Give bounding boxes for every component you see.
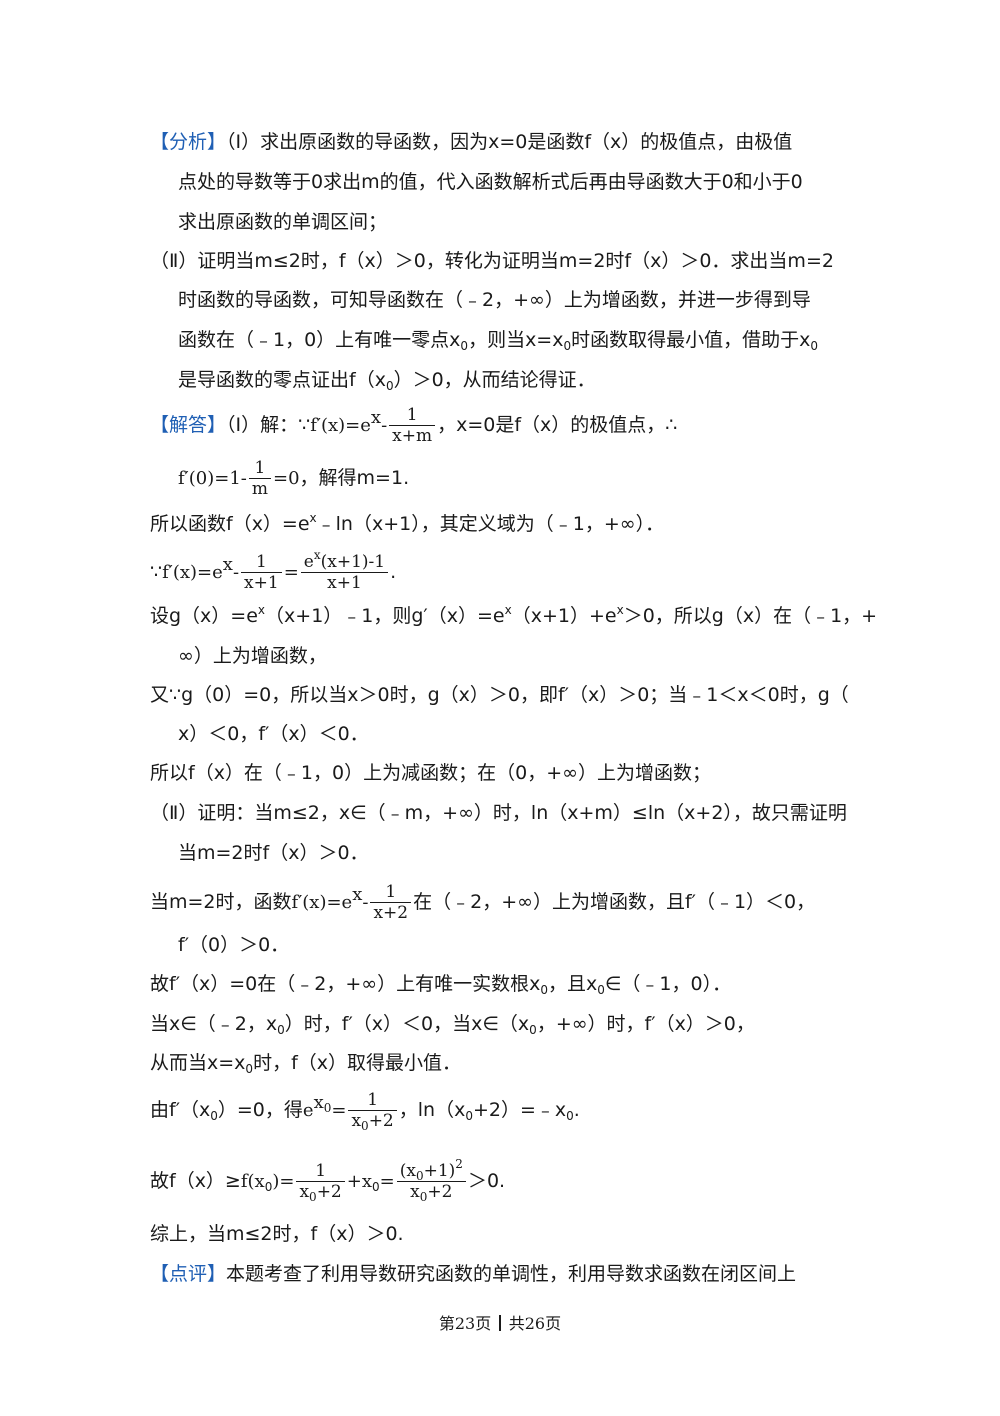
answer-line-6: ∞）上为增函数， <box>178 645 327 667</box>
answer-line-14: 故f′（x）=0在（﹣2，+∞）上有唯一实数根x0，且x0∈（﹣1，0）． <box>150 973 732 997</box>
answer-line-13: f′（0）＞0． <box>178 934 290 956</box>
analysis-line-1: 【分析】（Ⅰ）求出原函数的导函数，因为x=0是函数f（x）的极值点，由极值 <box>150 131 793 153</box>
review-tag: 【点评】 <box>150 1263 227 1285</box>
answer-line-10: （Ⅱ）证明：当m≤2，x∈（﹣m，+∞）时，ln（x+m）≤ln（x+2），故只… <box>150 802 847 824</box>
analysis-tag: 【分析】 <box>150 131 227 153</box>
page-number: 第23页 <box>438 1314 492 1333</box>
answer-line-7: 又∵g（0）=0，所以当x＞0时，g（x）＞0，即f′（x）＞0；当﹣1＜x＜0… <box>150 684 849 706</box>
answer-line-11: 当m=2时f（x）＞0． <box>178 842 369 864</box>
answer-line-3: 所以函数f（x）=ex﹣ln（x+1），其定义域为（﹣1，+∞）． <box>150 511 665 535</box>
answer-line-8: x）＜0，f′（x）＜0． <box>178 723 369 745</box>
answer-line-19: 综上，当m≤2时，f（x）＞0. <box>150 1223 404 1245</box>
answer-line-15: 当x∈（﹣2，x0）时，f′（x）＜0，当x∈（x0，+∞）时，f′（x）＞0， <box>150 1013 755 1037</box>
analysis-line-5: 时函数的导函数，可知导函数在（﹣2，+∞）上为增函数，并进一步得到导 <box>178 289 811 311</box>
analysis-line-3: 求出原函数的单调区间； <box>178 211 388 233</box>
answer-line-9: 所以f（x）在（﹣1，0）上为减函数；在（0，+∞）上为增函数； <box>150 762 711 784</box>
answer-line-16: 从而当x=x0时，f（x）取得最小值． <box>150 1052 461 1076</box>
analysis-line-2: 点处的导数等于0求出m的值，代入函数解析式后再由导函数大于0和小于0 <box>178 171 803 193</box>
page-footer: 第23页共26页 <box>0 1310 1000 1334</box>
analysis-line-4: （Ⅱ）证明当m≤2时，f（x）＞0，转化为证明当m=2时f（x）＞0．求出当m=… <box>150 250 834 272</box>
analysis-line-7: 是导函数的零点证出f（x0）＞0，从而结论得证． <box>178 369 596 393</box>
review-line: 【点评】本题考查了利用导数研究函数的单调性，利用导数求函数在闭区间上 <box>150 1263 797 1285</box>
answer-line-5: 设g（x）=ex（x+1）﹣1，则g′（x）=ex（x+1）+ex＞0，所以g（… <box>150 603 878 627</box>
analysis-line-6: 函数在（﹣1，0）上有唯一零点x0，则当x=x0时函数取得最小值，借助于x0 <box>178 329 819 353</box>
answer-tag: 【解答】 <box>150 414 227 436</box>
page-total: 共26页 <box>508 1314 562 1333</box>
footer-divider <box>499 1315 501 1331</box>
